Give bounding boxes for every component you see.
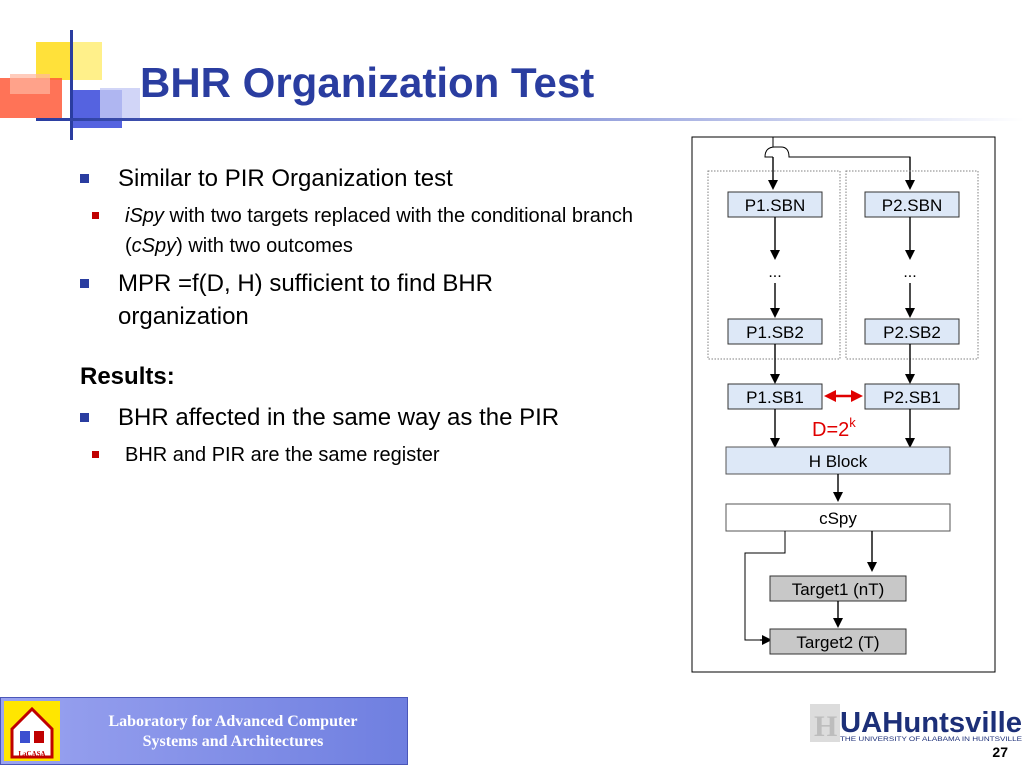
p2-sbn-box: P2.SBN [864, 191, 960, 218]
target2-box: Target2 (T) [769, 628, 907, 655]
p2-sb2-box: P2.SB2 [864, 318, 960, 345]
ellipsis-left: ... [768, 264, 781, 281]
page-number: 27 [992, 744, 1008, 760]
svg-text:LaCASA: LaCASA [18, 750, 45, 758]
svg-text:P1.SBN: P1.SBN [745, 196, 805, 215]
svg-text:cSpy: cSpy [819, 509, 857, 528]
ellipsis-right: ... [903, 264, 916, 281]
bullet-text: BHR affected in the same way as the PIR [118, 404, 560, 431]
target1-box: Target1 (nT) [769, 575, 907, 602]
title-underline [40, 118, 1024, 121]
svg-text:THE UNIVERSITY OF ALABAMA IN H: THE UNIVERSITY OF ALABAMA IN HUNTSVILLE [840, 737, 1022, 743]
outer-frame [691, 136, 996, 673]
p1-sb1-box: P1.SB1 [727, 383, 823, 410]
uah-logo: H UAHuntsville THE UNIVERSITY OF ALABAMA… [810, 704, 1022, 743]
svg-text:Target1 (nT): Target1 (nT) [792, 580, 885, 599]
svg-text:P1.SB1: P1.SB1 [746, 388, 804, 407]
p1-sb2-box: P1.SB2 [727, 318, 823, 345]
bullet-item: Similar to PIR Organization test [80, 162, 680, 195]
lacasa-logo: LaCASA [4, 701, 60, 761]
sub-bullet-text: BHR and PIR are the same register [125, 444, 440, 466]
svg-text:H Block: H Block [809, 452, 868, 471]
cspy-term: cSpy [131, 235, 177, 257]
bullet-text: Similar to PIR Organization test [118, 165, 453, 192]
sub-bullet-item: iSpy with two targets replaced with the … [42, 201, 680, 261]
p2-sb1-box: P2.SB1 [864, 383, 960, 410]
slide-title: BHR Organization Test [140, 59, 595, 106]
bullet-marker [80, 174, 89, 183]
lab-footer: LaCASA Laboratory for Advanced Computer … [0, 697, 408, 765]
p1-sbn-box: P1.SBN [727, 191, 823, 218]
distance-label: D=2k [812, 415, 856, 441]
sub-bullet-marker [92, 451, 99, 458]
svg-text:Target2 (T): Target2 (T) [796, 633, 879, 652]
sub-bullet-text: with two targets replaced with the condi… [125, 205, 634, 257]
bullet-marker [80, 413, 89, 422]
results-heading: Results: [80, 363, 175, 390]
p2-group [845, 170, 979, 360]
svg-text:P2.SB2: P2.SB2 [883, 323, 941, 342]
sub-bullet-text: ) with two outcomes [176, 235, 353, 257]
ispy-term: iSpy [125, 205, 164, 227]
bullet-list: Similar to PIR Organization test iSpy wi… [80, 162, 680, 476]
bullet-text: MPR =f(D, H) sufficient to find BHR orga… [118, 270, 493, 330]
svg-text:UAHuntsville: UAHuntsville [840, 707, 1022, 739]
p1-group [707, 170, 841, 360]
svg-text:P1.SB2: P1.SB2 [746, 323, 804, 342]
bullet-item: BHR affected in the same way as the PIR [80, 401, 680, 434]
svg-text:P2.SB1: P2.SB1 [883, 388, 941, 407]
svg-text:P2.SBN: P2.SBN [882, 196, 942, 215]
bhr-diagram: P1.SBN P2.SBN ... ... P1.SB2 P2.SB2 P1.S… [691, 136, 996, 673]
cspy-box: cSpy [725, 503, 951, 532]
bullet-marker [80, 279, 89, 288]
sub-bullet-item: BHR and PIR are the same register [42, 440, 680, 470]
bullet-item: MPR =f(D, H) sufficient to find BHR orga… [80, 267, 538, 333]
sub-bullet-marker [92, 212, 99, 219]
title-decoration [0, 30, 140, 140]
lab-name: Laboratory for Advanced Computer Systems… [108, 713, 358, 750]
svg-text:H: H [814, 710, 837, 743]
h-block-box: H Block [725, 446, 951, 475]
